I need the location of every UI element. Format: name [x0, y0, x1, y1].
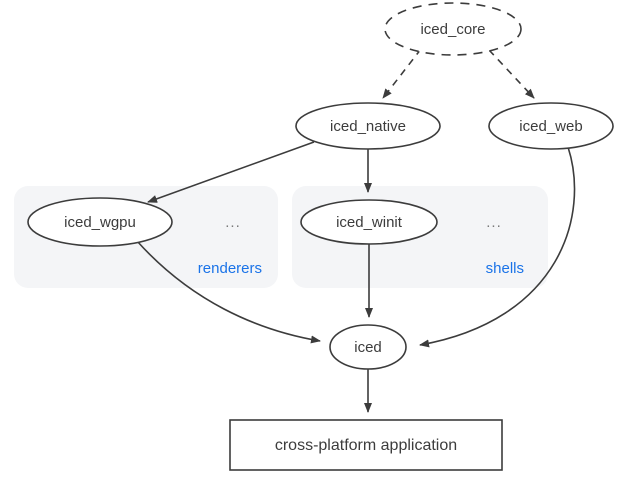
node-cross-platform-application[interactable]: cross-platform application — [229, 419, 503, 471]
node-iced-core[interactable]: iced_core — [384, 2, 522, 56]
edge-iced-native-to-iced-wgpu — [147, 141, 315, 203]
edge-iced-wgpu-to-iced — [136, 240, 321, 344]
cluster-renderers-label: renderers — [198, 260, 262, 277]
node-iced-native[interactable]: iced_native — [295, 102, 441, 150]
cluster-renderers-ellipsis: ... — [225, 214, 241, 231]
cluster-shells-label: shells — [486, 260, 524, 277]
node-application-shape — [229, 419, 503, 471]
node-iced-core-shape — [384, 2, 522, 56]
edge-iced-core-to-iced-web — [488, 49, 535, 99]
node-application-label: cross-platform application — [275, 437, 457, 454]
edge-layer — [136, 48, 576, 413]
node-iced-winit[interactable]: iced_winit — [300, 199, 438, 245]
node-iced-wgpu-label: iced_wgpu — [64, 214, 136, 231]
node-iced-shape — [329, 324, 407, 370]
node-iced-wgpu-shape — [27, 197, 173, 247]
node-iced-web-label: iced_web — [519, 118, 582, 135]
node-iced-wgpu[interactable]: iced_wgpu — [27, 197, 173, 247]
node-iced-native-label: iced_native — [330, 118, 406, 135]
edge-iced-core-to-iced-native — [382, 48, 422, 99]
node-iced-web-shape — [488, 102, 614, 150]
node-iced-native-shape — [295, 102, 441, 150]
cluster-shells-ellipsis: ... — [486, 214, 502, 231]
node-iced-winit-shape — [300, 199, 438, 245]
edge-iced-web-to-iced — [419, 146, 576, 348]
node-iced-web[interactable]: iced_web — [488, 102, 614, 150]
node-iced-core-label: iced_core — [420, 21, 485, 38]
node-iced-label: iced — [354, 339, 382, 356]
node-iced[interactable]: iced — [329, 324, 407, 370]
node-iced-winit-label: iced_winit — [336, 214, 403, 231]
